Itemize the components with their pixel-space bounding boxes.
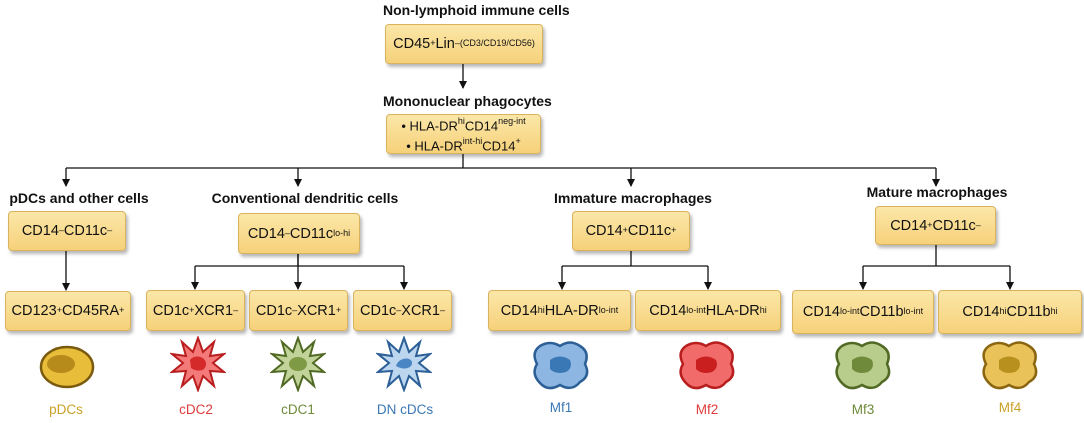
box-mononuclear-phagocytes: • HLA-DRhiCD14neg-int • HLA-DRint-hiCD14… (386, 114, 541, 154)
box-mat-cd14-cd11c: CD14+CD11c– (875, 206, 996, 245)
header-conventional-dc: Conventional dendritic cells (211, 190, 399, 206)
mf1-cell-icon (533, 341, 589, 390)
label-dn-cdcs: DN cDCs (376, 402, 434, 417)
box-dn-markers: CD1c–XCR1– (353, 290, 452, 331)
header-mononuclear-phagocytes: Mononuclear phagocytes (383, 93, 552, 109)
header-immature-macrophages: Immature macrophages (554, 190, 712, 206)
mono-line-2: • HLA-DRint-hiCD14+ (406, 136, 521, 154)
mf3-cell-icon (835, 341, 891, 390)
mf4-cell-icon (982, 341, 1038, 390)
mf2-cell-icon (679, 341, 735, 390)
label-cdc2: cDC2 (179, 402, 213, 417)
label-cdc1: cDC1 (281, 402, 315, 417)
cdc2-cell-icon (170, 336, 226, 392)
box-cdc2-markers: CD1c+XCR1– (146, 290, 245, 331)
label-mf3: Mf3 (851, 402, 875, 417)
box-imm-cd14-cd11c: CD14+CD11c+ (572, 211, 690, 251)
label-mf4: Mf4 (998, 400, 1022, 415)
header-mature-macrophages: Mature macrophages (866, 184, 1008, 200)
header-non-lymphoid: Non-lymphoid immune cells (383, 2, 570, 18)
dn-cdc-cell-icon (376, 336, 432, 392)
header-pdcs: pDCs and other cells (9, 190, 149, 206)
label-pdcs: pDCs (49, 402, 83, 417)
pdc-cell-icon (39, 345, 95, 389)
box-root-cd45-lin: CD45+Lin–(CD3/CD19/CD56) (385, 24, 543, 64)
mono-line-1: • HLA-DRhiCD14neg-int (401, 115, 526, 133)
box-cd123-cd45ra: CD123+CD45RA+ (5, 291, 131, 331)
box-cdc1-markers: CD1c–XCR1+ (249, 290, 348, 331)
label-mf1: Mf1 (549, 400, 573, 415)
box-pdc-cd14-cd11c: CD14–CD11c– (8, 211, 126, 251)
cdc1-cell-icon (270, 336, 326, 392)
label-mf2: Mf2 (695, 402, 719, 417)
